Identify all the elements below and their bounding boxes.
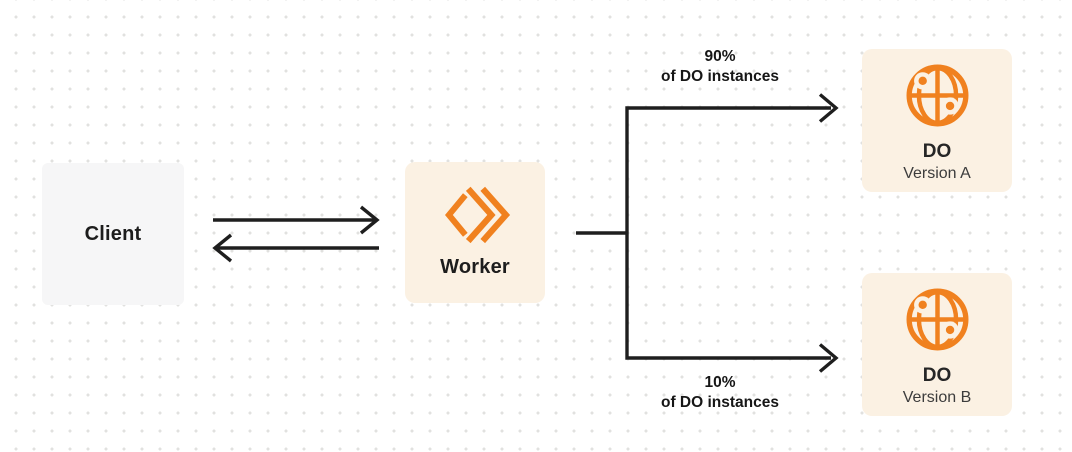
workers-icon bbox=[445, 186, 511, 244]
worker-label: Worker bbox=[440, 256, 510, 278]
do-a-subtitle: Version A bbox=[903, 165, 971, 182]
route-b-caption: of DO instances bbox=[661, 393, 779, 411]
client-label: Client bbox=[84, 222, 142, 245]
do-a-title: DO bbox=[922, 141, 952, 162]
route-b-percentage-label: 10% of DO instances bbox=[610, 373, 830, 412]
traffic-split-branch bbox=[625, 93, 839, 373]
arrowhead-to-do-a bbox=[818, 93, 839, 123]
worker-to-client-arrow bbox=[212, 233, 379, 263]
globe-icon bbox=[906, 288, 968, 351]
client-node: Client bbox=[42, 163, 184, 305]
do-version-a-node: DO Version A bbox=[862, 49, 1012, 192]
globe-icon bbox=[906, 64, 968, 127]
route-a-caption: of DO instances bbox=[661, 67, 779, 85]
worker-node: Worker bbox=[405, 162, 545, 303]
route-a-percent: 90% bbox=[704, 48, 736, 65]
client-to-worker-arrow bbox=[213, 205, 380, 235]
do-b-subtitle: Version B bbox=[902, 389, 972, 406]
do-b-title: DO bbox=[922, 365, 952, 386]
arrowhead-to-do-b bbox=[818, 343, 839, 373]
do-version-b-node: DO Version B bbox=[862, 273, 1012, 416]
route-b-percent: 10% bbox=[704, 374, 736, 391]
route-a-percentage-label: 90% of DO instances bbox=[610, 47, 830, 86]
